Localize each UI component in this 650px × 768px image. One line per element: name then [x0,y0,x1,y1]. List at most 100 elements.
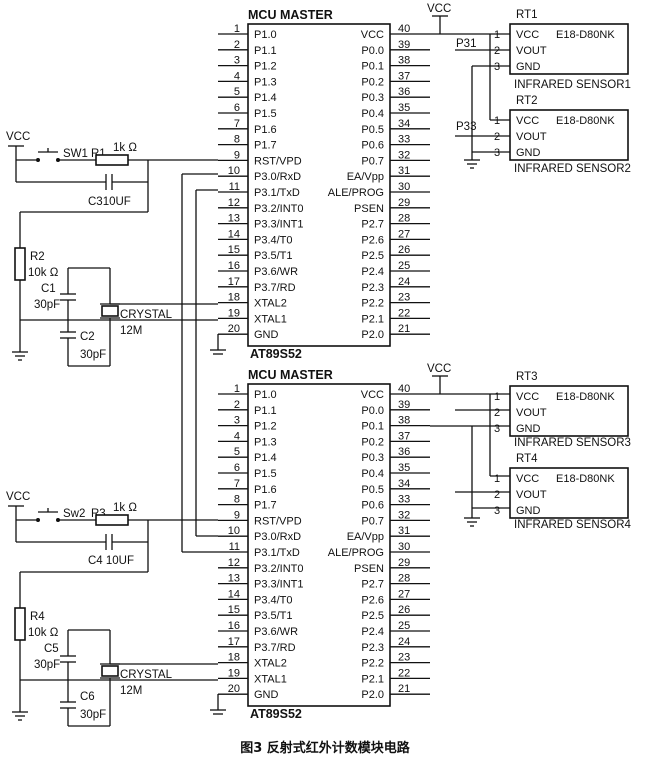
sensor-name: INFRARED SENSOR3 [514,437,631,449]
pin-label: P2.6 [361,594,384,606]
pin-number: 11 [229,181,240,193]
sensor-body [509,23,629,75]
pin-label: P2.0 [361,329,384,341]
vcc-label: VCC [427,3,451,15]
pin-label: P2.1 [361,313,384,325]
sensor-ref: RT4 [516,453,538,465]
pin-label: XTAL2 [254,658,287,670]
pin-label: EA/Vpp [347,171,384,183]
pin-label: P1.4 [254,92,277,104]
pin-number: 26 [398,604,410,616]
pin-number: 6 [234,462,240,474]
pin-number: 1 [234,383,240,395]
pin-label: P1.3 [254,76,277,88]
pin-number: 20 [228,683,240,695]
capacitor-value: 30pF [80,709,106,721]
sensor-pin-label: GND [516,61,541,73]
sensor-pin-number: 3 [494,423,500,435]
pin-number: 15 [228,244,240,256]
pin-label: GND [254,689,279,701]
resistor-r2 [14,247,26,281]
pin-label: P1.7 [254,140,277,152]
sensor-rt4: RT4 VCC E18-D80NK VOUT GND 1 2 3 INFRARE… [494,453,632,531]
resistor-label: R2 [30,251,45,263]
pin-number: 24 [398,276,410,288]
sensor-pin-number: 2 [494,407,500,419]
pin-number: 37 [398,70,410,82]
pin-number: 27 [398,228,410,240]
pin-number: 5 [234,446,240,458]
switch-label: Sw2 [63,508,85,520]
pin-label: ALE/PROG [328,547,384,559]
pin-number: 8 [234,494,240,506]
pin-number: 14 [228,588,240,600]
sensor-pin-label: VOUT [516,131,547,143]
vcc-label: VCC [427,363,451,375]
pin-number: 40 [398,23,410,35]
sensor-rt1: RT1 VCC E18-D80NK VOUT GND 1 2 3 INFRARE… [494,9,631,91]
pin-number: 2 [234,39,240,51]
pin-label: P3.7/RD [254,282,296,294]
pin-label: P1.6 [254,484,277,496]
pin-label: P0.7 [361,515,384,527]
pin-number: 17 [228,636,240,648]
pin-label: P1.5 [254,108,277,120]
sensor-model: E18-D80NK [556,473,615,485]
pin-number: 30 [398,181,410,193]
pin-label: P0.5 [361,484,384,496]
pin-number: 35 [398,462,410,474]
pin-label: P2.1 [361,673,384,685]
pin-number: 29 [398,197,410,209]
pin-number: 2 [234,399,240,411]
pin-label: XTAL2 [254,298,287,310]
mcu-bottom-body [247,383,391,707]
resistor-r1 [95,154,129,166]
interconnect-wires [181,173,218,553]
top-reset-circuit: VCC SW1 R1 1k Ω C310UF R2 10k Ω [6,131,226,367]
sensor-name: INFRARED SENSOR2 [514,163,631,175]
pin-number: 18 [228,652,240,664]
pin-label: P2.4 [361,266,384,278]
pin-label: P0.5 [361,124,384,136]
pin-number: 36 [398,86,410,98]
sensor-ref: RT1 [516,9,538,21]
pin-number: 21 [398,683,410,695]
capacitor-value: 30pF [34,299,60,311]
pin-label: GND [254,329,279,341]
pin-label: P0.4 [361,468,384,480]
pin-label: P2.0 [361,689,384,701]
pin-number: 31 [398,165,410,177]
pin-number: 29 [398,557,410,569]
pin-label: P3.6/WR [254,626,298,638]
pin-label: RST/VPD [254,155,302,167]
pin-number: 38 [398,415,410,427]
pin-number: 3 [234,415,240,427]
pin-label: VCC [361,29,384,41]
pin-label: P0.2 [361,76,384,88]
pin-number: 32 [398,509,410,521]
pin-label: P1.1 [254,405,277,417]
pin-number: 22 [398,667,410,679]
pin-number: 32 [398,149,410,161]
pin-number: 11 [229,541,240,553]
pin-number: 12 [228,557,240,569]
sensor-pin-number: 2 [494,489,500,501]
pin-label: PSEN [354,203,384,215]
pin-number: 38 [398,55,410,67]
sensor-model: E18-D80NK [556,29,615,41]
pin-label: ALE/PROG [328,187,384,199]
net-label-p31: P31 [456,38,476,50]
pin-label: P1.3 [254,436,277,448]
crystal-value: 12M [120,325,142,337]
pin-label: P3.3/INT1 [254,579,304,591]
pin-number: 14 [228,228,240,240]
pin-label: P2.7 [361,579,384,591]
capacitor-label: C5 [44,643,59,655]
pin-label: P0.0 [361,45,384,57]
sensor-pin-label: VCC [516,29,539,41]
resistor-r3 [95,514,129,526]
